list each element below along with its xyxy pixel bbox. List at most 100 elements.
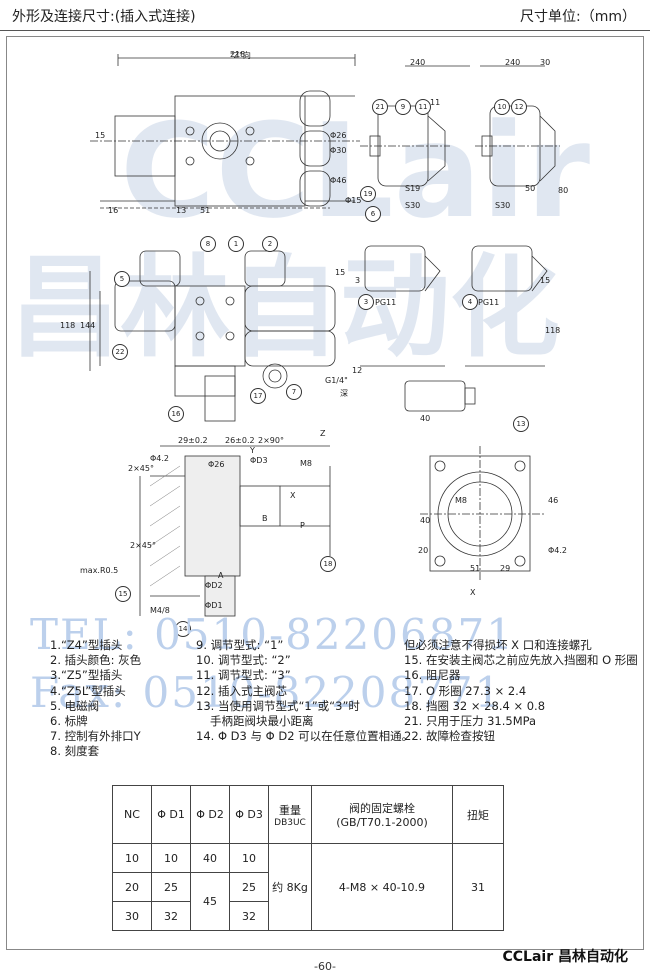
balloon-callout: 18	[320, 556, 336, 572]
table-cell: 10	[112, 843, 152, 873]
th-d3: Φ D3	[229, 785, 269, 844]
balloon-callout: 15	[115, 586, 131, 602]
note-item: 7. 控制有外排口Y	[50, 729, 141, 744]
dimension-label: A	[218, 571, 224, 580]
dimension-label: 深	[340, 389, 348, 398]
unit-label: 尺寸单位:（mm）	[520, 9, 636, 25]
note-item: 21. 只用于压力 31.5MPa	[404, 714, 537, 729]
dimension-label: "Z"向	[230, 51, 251, 60]
dimension-label: 46	[548, 496, 559, 505]
footer-brand: CCLair 昌林自动化	[502, 949, 629, 965]
top-view	[90, 54, 360, 209]
dimension-label: 40	[420, 516, 431, 525]
note-item: 2. 插头颜色: 灰色	[50, 653, 142, 668]
note-item: 5. 电磁阀	[50, 698, 100, 713]
balloon-callout: 3	[358, 294, 374, 310]
balloon-callout: 1	[228, 236, 244, 252]
dimension-label: 11	[430, 98, 441, 107]
note-item: 17. O 形圈 27.3 × 2.4	[404, 683, 527, 698]
dimension-label: G1/4"	[325, 376, 348, 385]
dimension-label: 15	[335, 268, 346, 277]
note-item: 1.“Z4”型插头	[50, 638, 123, 652]
dimension-label: 15	[540, 276, 551, 285]
section-view	[139, 445, 331, 617]
table-cell: 30	[112, 901, 152, 931]
note-item: 22. 故障检查按钮	[404, 729, 495, 744]
table-cell: 10	[151, 843, 191, 873]
note-item: 14. Φ D3 与 Φ D2 可以在任意位置相通。	[196, 729, 414, 744]
watermark-fax: Fax: 0510-82208771	[30, 668, 504, 717]
dimension-label: 15	[95, 131, 106, 140]
note-item: 12. 插入式主阀芯	[196, 683, 287, 698]
th-weight-sub: DB3UC	[274, 817, 306, 828]
balloon-callout: 14	[175, 621, 191, 637]
balloon-callout: 13	[513, 416, 529, 432]
balloon-callout: 12	[511, 99, 527, 115]
dimension-label: S30	[495, 201, 511, 210]
dimension-label: 240	[505, 58, 521, 67]
dimension-label: 3	[355, 276, 361, 285]
note-item: 18. 挡圈 32 × 28.4 × 0.8	[404, 698, 546, 713]
dimension-label: 218	[230, 50, 246, 59]
balloon-callout: 5	[114, 271, 130, 287]
spec-table: NC Φ D1 Φ D2 Φ D3 重量 DB3UC 阀的固定螺栓 (GB/T7…	[112, 785, 504, 931]
note-item: 13. 当使用调节型式“1”或“3”时	[196, 698, 360, 713]
dimension-label: M8	[455, 496, 467, 505]
note-item: 15. 在安装主阀芯之前应先放入挡圈和 O 形圈	[404, 653, 638, 668]
dimension-label: X	[290, 491, 296, 500]
note-item: 3.“Z5”型插头	[50, 668, 123, 683]
table-cell: 32	[151, 901, 191, 931]
dimension-label: Φ30	[330, 146, 347, 155]
balloon-callout: 10	[494, 99, 510, 115]
dimension-label: PG11	[478, 298, 500, 307]
balloon-callout: 17	[250, 388, 266, 404]
dimension-label: 51	[470, 564, 481, 573]
dimension-label: 240	[410, 58, 426, 67]
z-view	[420, 446, 545, 581]
dimension-label: 51	[200, 206, 211, 215]
note-item: 11. 调节型式: “3”	[196, 668, 291, 683]
dimension-label: 50	[525, 184, 536, 193]
notes-column-1: 1.“Z4”型插头 2. 插头颜色: 灰色 3.“Z5”型插头 4.“Z5L”型…	[50, 638, 141, 760]
note-item: 6. 标牌	[50, 714, 88, 729]
front-view	[89, 250, 336, 476]
table-cell: 40	[190, 843, 230, 873]
balloon-callout: 22	[112, 344, 128, 360]
note-item: 8. 刻度套	[50, 744, 100, 759]
table-cell: 32	[229, 901, 269, 931]
dimension-label: 12	[352, 366, 363, 375]
dimension-label: Φ26	[330, 131, 347, 140]
page-number: -60-	[314, 960, 336, 973]
dimension-label: 29±0.2	[178, 436, 208, 445]
note-item: 16. 阻尼器	[404, 668, 461, 683]
balloon-callout: 6	[365, 206, 381, 222]
dimension-label: 13	[176, 206, 187, 215]
dimension-label: 118	[60, 321, 76, 330]
dimension-label: Φ15	[345, 196, 362, 205]
th-bolt-sub: (GB/T70.1-2000)	[336, 816, 428, 829]
dimension-label: 40	[420, 414, 431, 423]
dimension-label: PG11	[375, 298, 397, 307]
balloon-callout: 4	[462, 294, 478, 310]
table-cell-weight: 约 8Kg	[268, 843, 312, 931]
dimension-label: X	[470, 588, 476, 597]
dimension-label: S19	[405, 184, 421, 193]
dimension-label: 80	[558, 186, 569, 195]
dimension-label: 2×45°	[130, 541, 156, 550]
note-item: 手柄距阀块最小距离	[210, 714, 314, 729]
dimension-label: M8	[300, 459, 312, 468]
th-bolt: 阀的固定螺栓 (GB/T70.1-2000)	[311, 785, 453, 844]
dimension-label: 29	[500, 564, 511, 573]
dimension-label: B	[262, 514, 268, 523]
table-cell-d2-merged: 45	[190, 872, 230, 931]
table-cell-torque: 31	[452, 843, 504, 931]
dimension-label: ΦD3	[250, 456, 268, 465]
dimension-label: S30	[405, 201, 421, 210]
th-torque: 扭矩	[452, 785, 504, 844]
balloon-callout: 11	[415, 99, 431, 115]
dimension-label: max.R0.5	[80, 566, 119, 575]
th-weight-label: 重量	[279, 803, 301, 817]
table-cell: 20	[112, 872, 152, 902]
table-cell: 25	[151, 872, 191, 902]
